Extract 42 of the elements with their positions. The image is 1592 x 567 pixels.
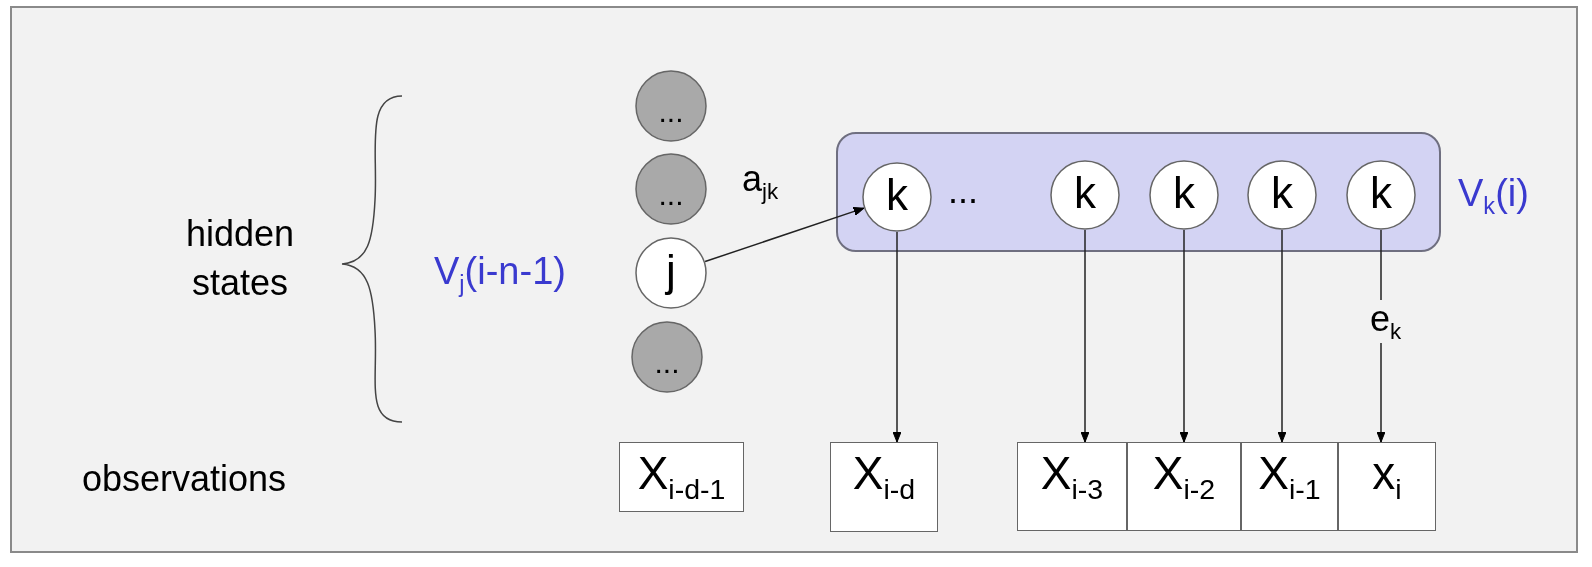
row-label: observations [82, 460, 287, 498]
state-label: j [666, 248, 676, 293]
state-label: k [1271, 170, 1293, 215]
observation-label: X$_{i-1}$ [1258, 450, 1321, 504]
state-label: k [1370, 170, 1392, 215]
state-circle [635, 237, 707, 309]
state-circle [1346, 160, 1416, 230]
state-label: ... [654, 348, 680, 378]
state-circle [635, 70, 707, 142]
observation-cell [830, 442, 938, 532]
observation-cell [619, 442, 744, 512]
state-label: k [886, 172, 908, 217]
observation-label: X$_{i-d-1}$ [637, 450, 726, 504]
observation-label: X$_{i-3}$ [1040, 450, 1104, 504]
variable-label: V$_{k}$(i) [1458, 174, 1529, 219]
observation-label: x$_{i}$ [1372, 450, 1402, 504]
observation-cell [1241, 442, 1338, 531]
group-label: hidden states [184, 212, 296, 305]
state-circle [631, 321, 703, 393]
observation-cell [1338, 442, 1436, 531]
arrow [1179, 229, 1189, 443]
arrow [1277, 229, 1287, 443]
variable-label: V$_{j}$(i-n-1) [434, 252, 566, 297]
state-label: k [1074, 170, 1096, 215]
arrow [704, 207, 865, 263]
observation-label: X$_{i-2}$ [1152, 450, 1216, 504]
edge-label: e$_{k}$ [1368, 300, 1404, 344]
ellipsis-label: ... [948, 172, 978, 210]
state-label: k [1173, 170, 1195, 215]
arrow [892, 231, 902, 443]
state-label: ... [658, 97, 684, 127]
state-circle [1247, 160, 1317, 230]
state-circle [862, 162, 932, 232]
state-group-band [836, 132, 1441, 252]
state-label: ... [658, 180, 684, 210]
state-circle [1050, 160, 1120, 230]
state-circle [1149, 160, 1219, 230]
observation-label: X$_{i-d}$ [852, 450, 916, 504]
observation-cell [1127, 442, 1241, 531]
arrow [1080, 229, 1090, 443]
state-circle [635, 153, 707, 225]
observation-cell [1017, 442, 1127, 531]
